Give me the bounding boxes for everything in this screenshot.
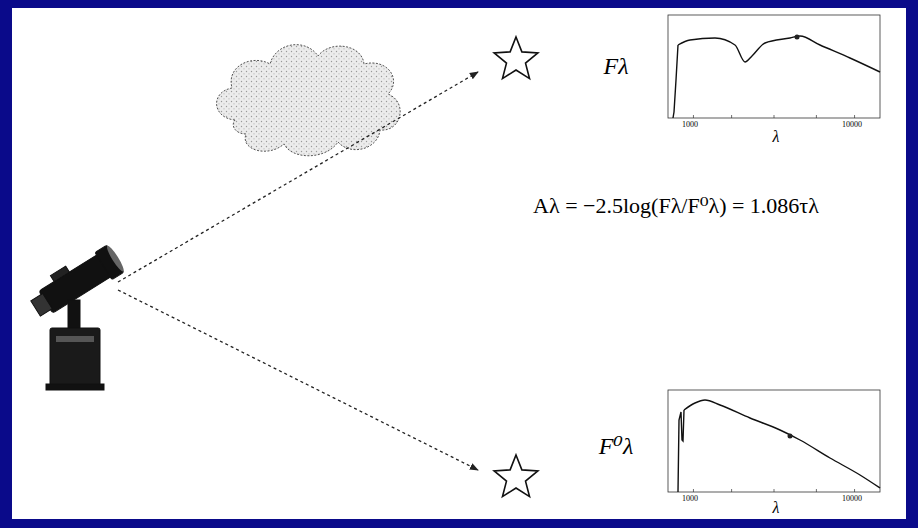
star-outline — [494, 37, 538, 79]
spectrum-plot — [668, 15, 880, 118]
telescope-icon — [25, 240, 126, 390]
tick-label: 1000 — [682, 121, 698, 130]
tick-label: 1000 — [682, 495, 698, 504]
sight-lines — [118, 72, 478, 470]
star-outline — [494, 455, 538, 497]
slide-ground — [12, 8, 906, 519]
tick-label: 10000 — [842, 495, 862, 504]
extinction-formula: Aλ = −2.5log(Fλ/F⁰λ) = 1.086τλ — [533, 194, 819, 218]
flux-label: F⁰λ — [599, 433, 634, 459]
axis-label: λ — [773, 499, 780, 517]
dust-cloud — [217, 45, 401, 156]
spectrum-plots — [668, 15, 880, 492]
flux-label: Fλ — [603, 53, 628, 79]
star-outlines — [494, 37, 538, 497]
axis-label: λ — [773, 128, 780, 146]
spectrum-plot — [668, 390, 880, 492]
tick-label: 10000 — [842, 121, 862, 130]
